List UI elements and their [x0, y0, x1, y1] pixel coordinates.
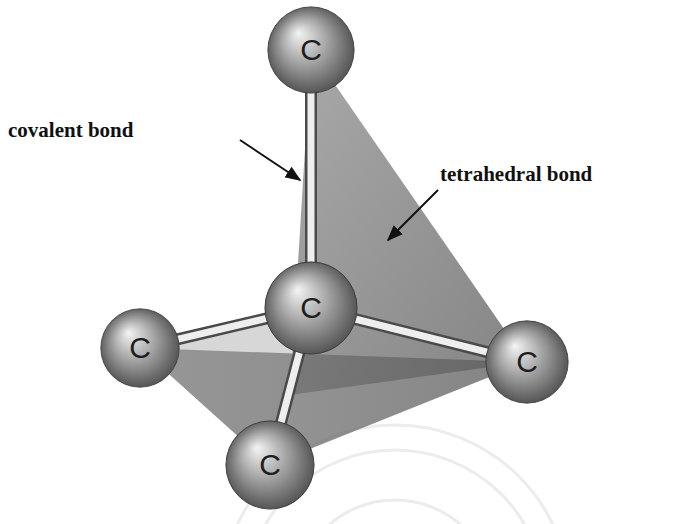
leader-arrow: [240, 140, 300, 180]
carbon-atom: C: [485, 320, 569, 404]
covalent-bond-rod: [352, 318, 490, 353]
atom-sphere-fill: [101, 309, 179, 387]
atom-sphere-fill: [268, 7, 354, 93]
atom-symbol: C: [267, 6, 355, 94]
carbon-atom: C: [264, 261, 358, 355]
bond-core: [308, 90, 315, 266]
callout-label: tetrahedral bond: [440, 162, 592, 187]
covalent-bond-rod: [311, 90, 312, 266]
covalent-bond-rod: [175, 318, 270, 340]
atom-sphere-fill: [226, 421, 314, 509]
atom-symbol: C: [225, 420, 315, 510]
atom-sphere-fill: [265, 262, 357, 354]
atom-symbol: C: [100, 308, 180, 388]
carbon-atom: C: [100, 308, 180, 388]
bond-outline: [280, 349, 300, 426]
carbon-atom: C: [225, 420, 315, 510]
callout-label: covalent bond: [8, 118, 133, 143]
bond-outline: [352, 318, 490, 353]
bond-core: [175, 318, 270, 340]
atom-symbol: C: [485, 320, 569, 404]
bond-outline: [305, 90, 317, 266]
bond-core: [352, 318, 490, 353]
bond-outline: [175, 318, 270, 340]
carbon-atom: C: [267, 6, 355, 94]
leader-arrow: [388, 190, 438, 240]
bond-core: [280, 349, 300, 426]
atom-symbol: C: [264, 261, 358, 355]
covalent-bond-rod: [280, 349, 300, 426]
atom-sphere-fill: [486, 321, 568, 403]
